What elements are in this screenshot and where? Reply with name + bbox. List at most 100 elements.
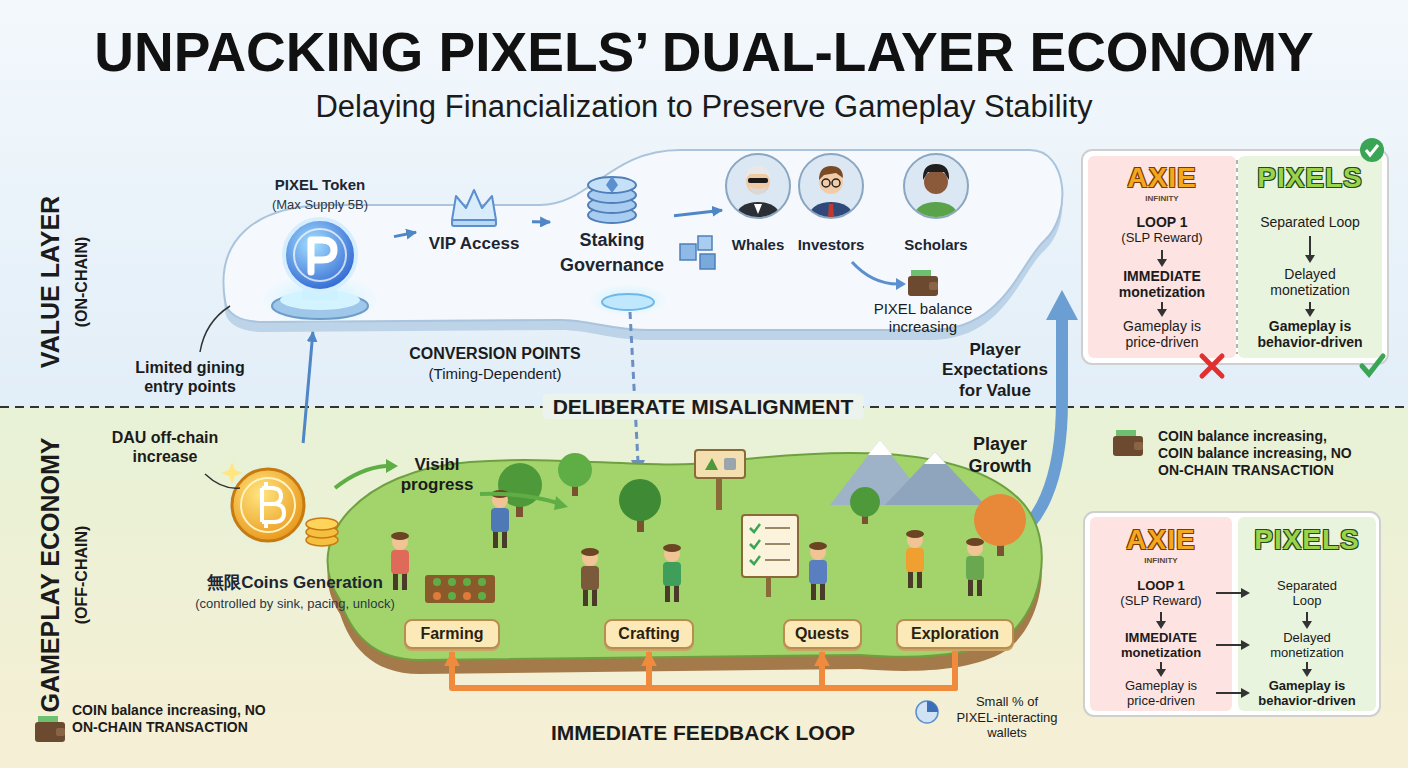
pixel-wallet-part [908, 270, 938, 296]
avatars-part-part [923, 164, 949, 180]
comparison-frames-part [1156, 621, 1166, 629]
subtitle: Delaying Financialization to Preserve Ga… [315, 88, 1092, 125]
avatars-part-part [924, 170, 948, 194]
comparison-frames-part [1305, 255, 1315, 263]
activity-pill: Farming [404, 619, 500, 649]
node-text: Gameplay is price-driven [1107, 318, 1217, 350]
progress-arrows-part [386, 459, 398, 473]
avatars-part-part [914, 202, 958, 230]
progress-arrows-part [554, 496, 568, 510]
annotation: Player Growth [960, 434, 1040, 477]
annotation: CONVERSION POINTS [409, 344, 581, 363]
node-title: Whales [732, 236, 785, 254]
gameplay-island-part [478, 592, 486, 600]
gameplay-island-part [974, 494, 1026, 546]
gameplay-island-part [850, 487, 880, 517]
annotation: (Timing-Dependent) [429, 365, 562, 383]
comparison-frames-part [1360, 138, 1384, 162]
gameplay-island-part [906, 530, 924, 588]
value-platform [200, 150, 1062, 352]
node-text: LOOP 1 [1096, 578, 1226, 593]
gameplay-island-part [433, 578, 441, 586]
annotation: COIN balance increasing, NO ON-CHAIN TRA… [72, 702, 276, 736]
comparison-panel: AXIEINFINITYLOOP 1(SLP Reward)IMMEDIATE … [1090, 158, 1234, 358]
node-text: Gameplay is behavior-driven [1246, 678, 1368, 708]
activity-pill: Crafting [604, 619, 694, 649]
node-text: (SLP Reward) [1097, 230, 1227, 246]
band-label: (ON-CHAIN) [72, 237, 91, 328]
pixel-token-part [294, 229, 346, 281]
comparison-frames [1082, 138, 1388, 716]
crown-icon-part [452, 220, 496, 226]
node-title: AXIE [1092, 162, 1232, 194]
gameplay-island-part [619, 479, 661, 521]
node-title: Quests [795, 626, 849, 642]
node-text: IMMEDIATE monetization [1106, 630, 1216, 660]
wallets-part [1113, 430, 1143, 456]
activity-pill: Exploration [896, 619, 1014, 649]
avatars-part-part [819, 166, 843, 180]
icon-node: Investors [794, 150, 868, 262]
band-label: GAMEPLAY ECONOMY [35, 437, 65, 712]
comparison-frames-part [1241, 588, 1250, 598]
node-text: IMMEDIATE monetization [1107, 268, 1217, 300]
pixel-token [260, 219, 380, 326]
comparison-panel: PIXELSSeparated LoopDelayed monetization… [1238, 518, 1376, 712]
node-title: Crafting [618, 626, 679, 642]
band-label: (OFF-CHAIN) [72, 526, 91, 625]
comparison-frames-part [1362, 356, 1383, 374]
node-text: INFINITY [1092, 194, 1232, 204]
pixel-wallet [852, 262, 938, 296]
background-part [0, 408, 1408, 768]
gameplay-island-part [478, 578, 486, 586]
gameplay-island-part [425, 575, 495, 603]
pixel-wallet-part [852, 262, 898, 284]
wallets-part [927, 701, 938, 712]
avatars-part-part [748, 178, 768, 183]
crown-icon [452, 190, 496, 226]
value-platform-part [200, 306, 230, 352]
growth-arrow-part [1046, 290, 1078, 320]
cubes-part [698, 236, 712, 250]
annotation: IMMEDIATE FEEDBACK LOOP [551, 720, 855, 745]
activity-pill: Quests [783, 619, 862, 649]
comparison-frames-part [1082, 150, 1388, 364]
node-title: PIXEL Token [275, 176, 365, 194]
conversion-portal-part [588, 284, 668, 316]
conversion-portal-part [630, 312, 638, 462]
conversion-portal [588, 284, 668, 474]
annotation: DELIBERATE MISALIGNMENT [543, 394, 864, 419]
icon-node: StakingGovernance [552, 160, 672, 286]
node-title: Scholars [904, 236, 967, 254]
node-title: 無限Coins Generation [207, 573, 383, 593]
annotation: DAU off-chain increase [95, 428, 235, 466]
comparison-panel: AXIEINFINITYLOOP 1(SLP Reward)IMMEDIATE … [1090, 518, 1232, 712]
node-text: (controlled by sink, pacing, unlock) [195, 596, 394, 612]
coin-icon-part [306, 518, 338, 530]
wallets-part [35, 716, 65, 742]
annotation: Player Expectations for Value [940, 340, 1050, 401]
feedback-arrow [452, 651, 955, 688]
coin-icon-part [262, 482, 284, 528]
staking-coins-part [588, 177, 636, 193]
gameplay-island-part [705, 458, 718, 470]
avatars-part-part [748, 186, 768, 195]
node-text: INFINITY [1091, 556, 1231, 566]
flow-arrow [303, 332, 313, 443]
pixel-wallet-part [896, 278, 906, 290]
node-title: PIXELS [1240, 524, 1374, 556]
node-title: Staking [579, 230, 644, 252]
node-text: (Max Supply 5B) [272, 197, 368, 213]
avatars-part-part [754, 204, 762, 214]
gameplay-island-part [491, 490, 509, 548]
comparison-frames-part [1216, 593, 1242, 693]
crown-icon-part [452, 190, 496, 220]
node-text: Delayed monetization [1257, 630, 1357, 660]
comparison-frames-part [1241, 640, 1250, 650]
comparison-frames-part [1236, 160, 1238, 354]
node-title: PIXELS [1240, 162, 1380, 194]
wallets [35, 430, 1143, 742]
annotation: PIXEL balance increasing [868, 300, 978, 336]
comparison-frames-part [1156, 669, 1166, 677]
icon-node: VIP Access [418, 180, 530, 262]
